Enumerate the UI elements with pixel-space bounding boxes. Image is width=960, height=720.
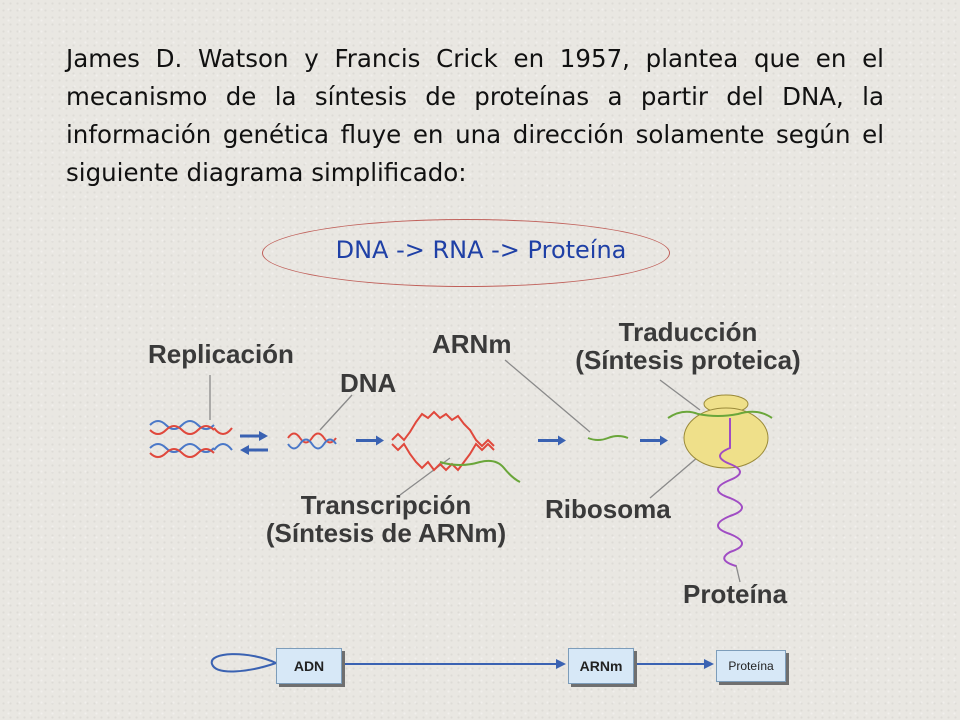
dna-helix [287, 432, 337, 450]
bottom-flow [210, 653, 704, 673]
protein-chain [717, 418, 743, 567]
label-transcripcion-line2: (Síntesis de ARNm) [265, 518, 507, 548]
transcription-bubble [391, 410, 521, 483]
flow-arrows [356, 435, 668, 446]
pointer-dna [319, 394, 353, 431]
intro-paragraph: James D. Watson y Francis Crick en 1957,… [66, 44, 884, 187]
ribosome [667, 394, 773, 469]
label-ribosoma: Ribosoma [545, 494, 671, 524]
mrna-strand [587, 435, 629, 441]
label-replicacion: Replicación [148, 339, 294, 369]
pointer-arnm [504, 359, 591, 433]
box-proteina: Proteína [716, 650, 786, 682]
pointer-transcripcion [399, 457, 451, 496]
label-proteina: Proteína [683, 579, 788, 609]
label-dna: DNA [340, 368, 397, 398]
label-traduccion-line1: Traducción [618, 317, 758, 347]
box-arnm: ARNm [568, 648, 634, 684]
box-adn: ADN [276, 648, 342, 684]
replicating-dna [149, 420, 233, 458]
replication-double-arrow [240, 431, 268, 455]
flow-summary: DNA -> RNA -> Proteína [335, 236, 627, 264]
pointer-proteina [735, 564, 741, 583]
label-transcripcion: Transcripción (Síntesis de ARNm) [240, 491, 532, 547]
label-traduccion-line2: (Síntesis proteica) [575, 345, 801, 375]
label-arnm: ARNm [432, 329, 512, 359]
pointer-traduccion [659, 379, 701, 411]
flow-ellipse [262, 219, 670, 287]
label-transcripcion-line1: Transcripción [300, 490, 472, 520]
label-traduccion: Traducción (Síntesis proteica) [550, 318, 826, 374]
